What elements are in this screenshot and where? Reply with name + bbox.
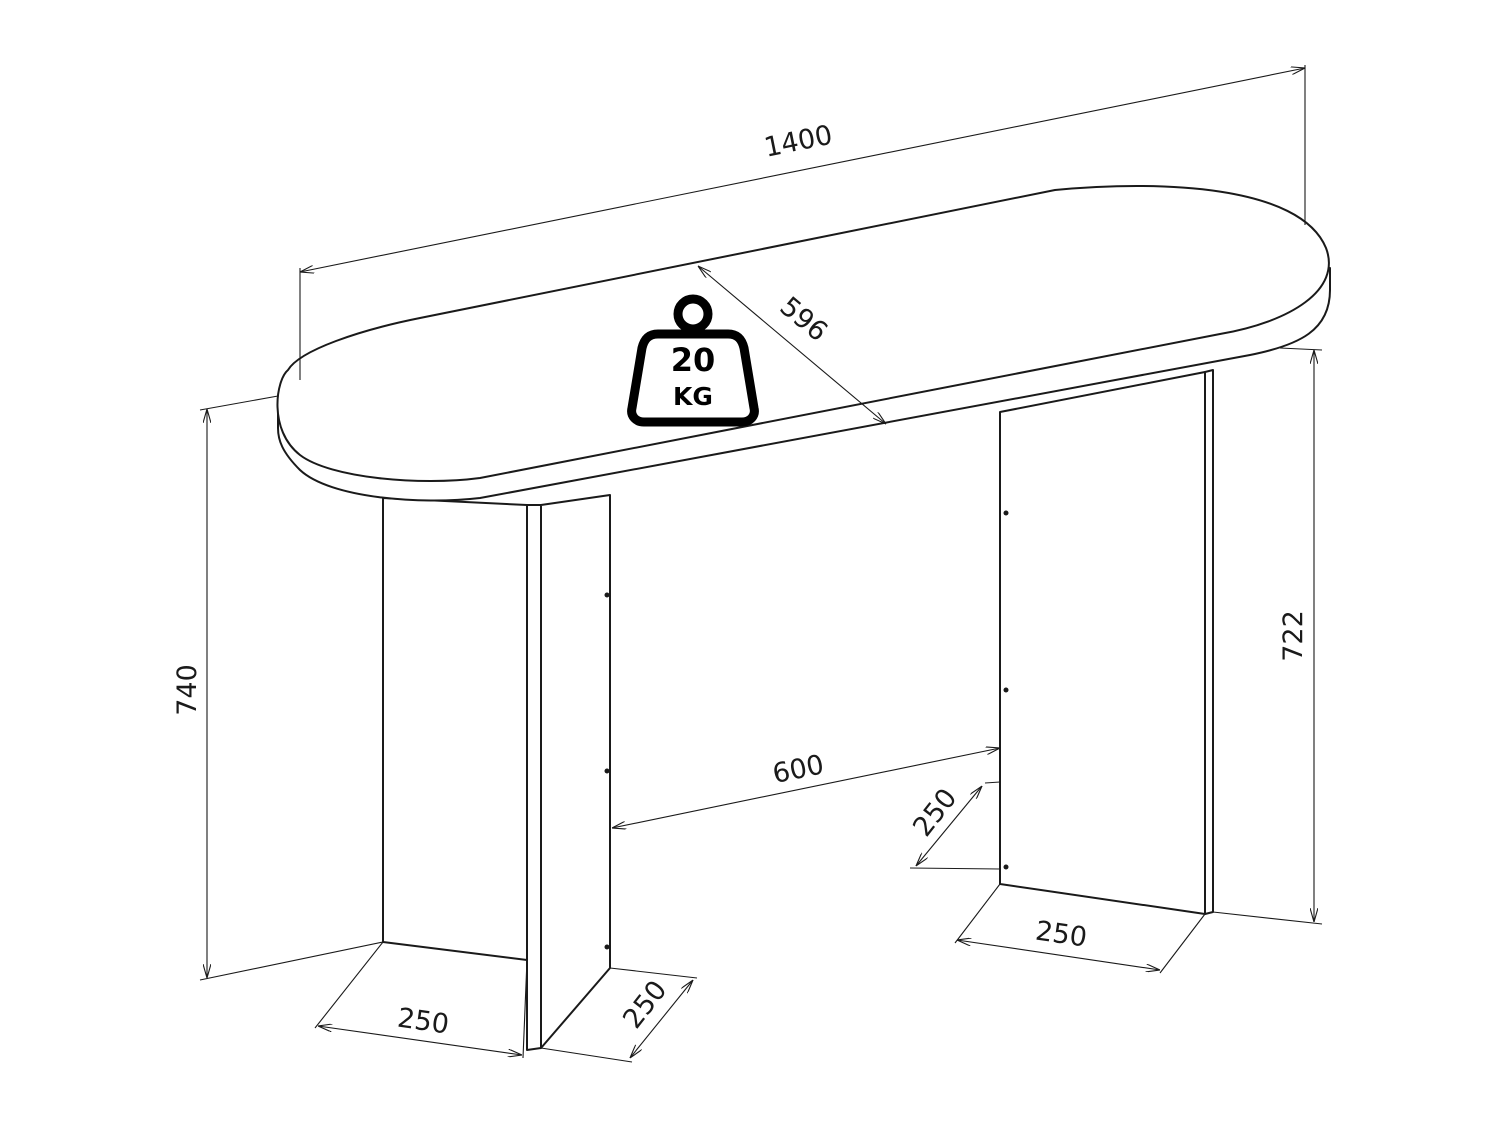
- weight-value: 20: [671, 341, 716, 379]
- dim-total-height-label: 740: [172, 664, 203, 716]
- dimension-total-height: 740: [172, 395, 384, 981]
- dimension-right-leg-width: 250: [954, 883, 1206, 974]
- dimension-leg-height: 722: [1212, 347, 1323, 925]
- dim-left-leg-width-label: 250: [396, 1003, 451, 1041]
- dim-leg-height-label: 722: [1278, 610, 1309, 662]
- weight-unit: KG: [673, 382, 713, 411]
- right-leg: [999, 369, 1214, 915]
- dim-left-leg-depth-label: 250: [617, 975, 673, 1035]
- dim-right-leg-width-label: 250: [1034, 916, 1089, 954]
- dim-right-leg-depth-label: 250: [907, 783, 963, 843]
- dim-inner-span-label: 600: [770, 749, 827, 790]
- dimension-left-leg-width: 250: [314, 941, 528, 1059]
- dim-length-label: 1400: [762, 120, 836, 164]
- left-leg: [382, 494, 611, 1051]
- weight-icon: 20 KG: [627, 294, 759, 427]
- dimension-right-leg-depth: 250: [907, 781, 1001, 870]
